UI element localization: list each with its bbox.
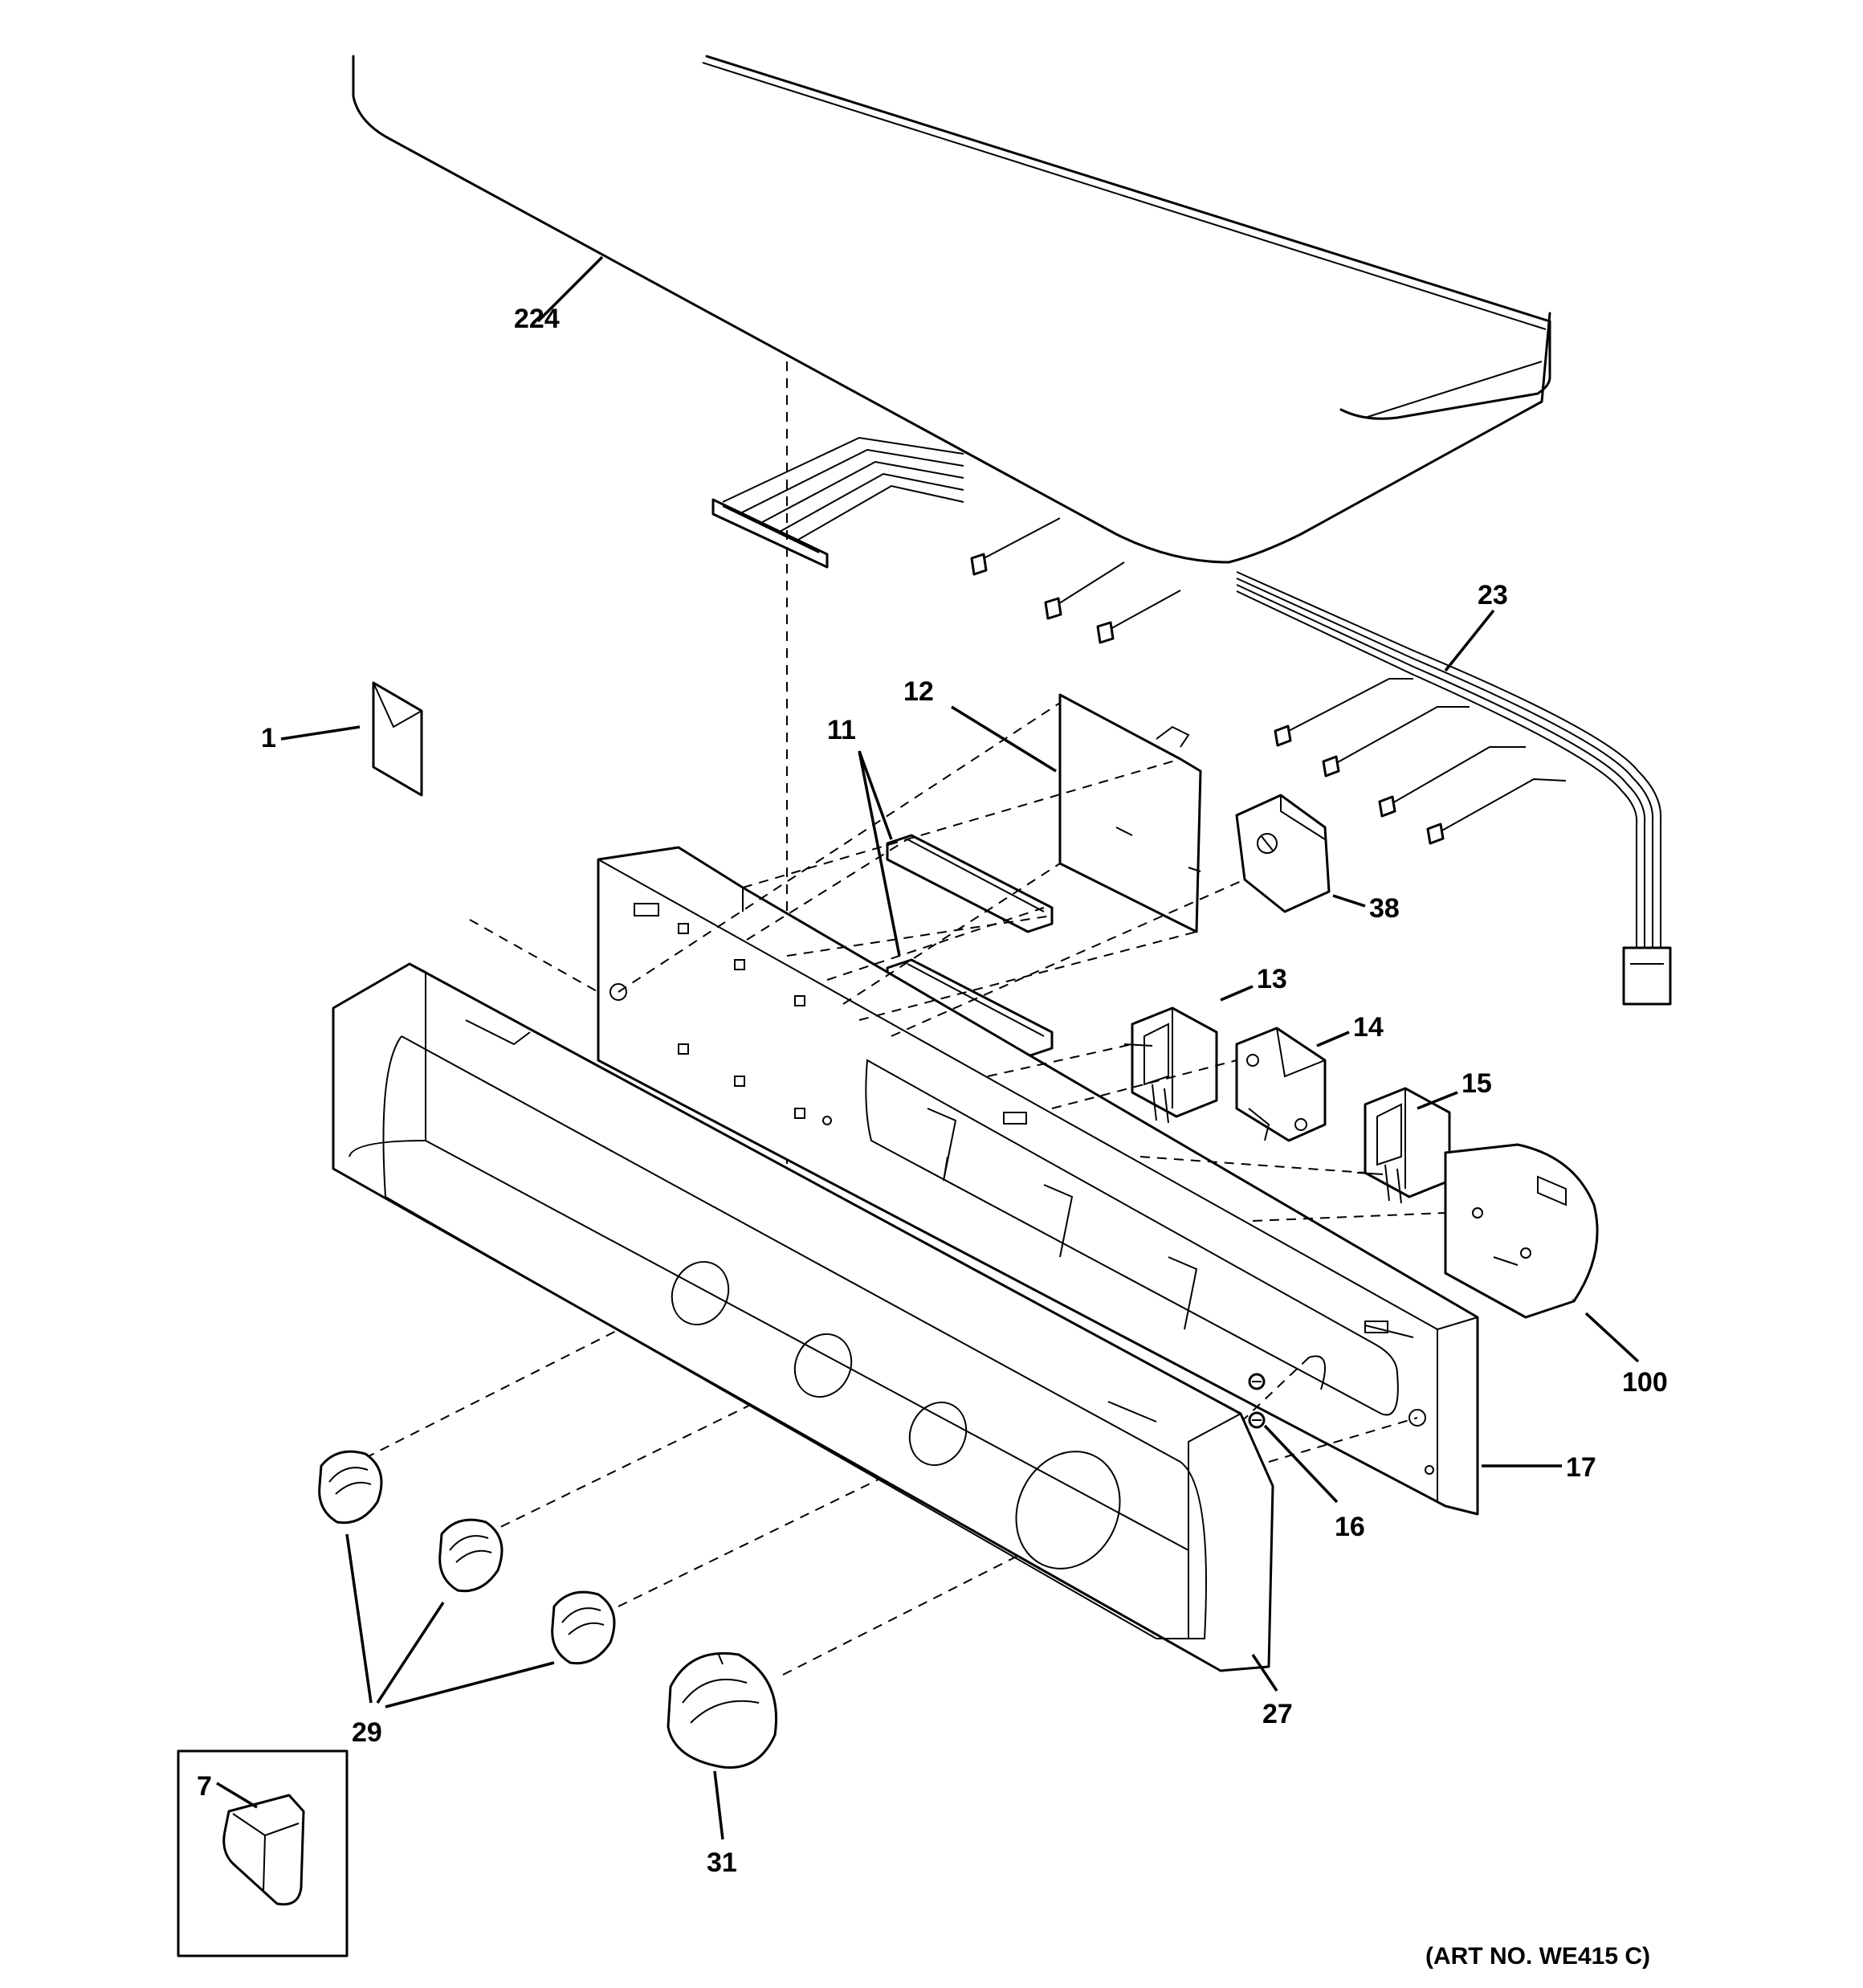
- label-7: 7: [197, 1771, 212, 1802]
- knob-right: [551, 1590, 616, 1665]
- label-15: 15: [1461, 1068, 1492, 1099]
- ribbon-harness: [711, 436, 964, 569]
- literature-envelope-part-1: [372, 681, 423, 797]
- board-brackets-part-11: [886, 834, 1054, 1058]
- knob-middle: [438, 1518, 503, 1593]
- art-number: (ART NO. WE415 C): [1425, 1943, 1650, 1970]
- label-224: 224: [514, 304, 560, 334]
- label-29: 29: [352, 1717, 382, 1748]
- label-31: 31: [707, 1847, 737, 1878]
- timer-part-100: [1444, 1143, 1599, 1319]
- leader-lines: [216, 255, 1640, 1840]
- wire-harness-part-23: [1236, 571, 1672, 1006]
- backsplash-housing-part-17: [597, 846, 1479, 1516]
- knob-left: [318, 1450, 383, 1525]
- label-13: 13: [1257, 964, 1287, 994]
- screws-part-16: [1248, 1373, 1266, 1429]
- knobs-part-29: [318, 1450, 616, 1665]
- switch-part-15: [1356, 1087, 1451, 1204]
- rotary-switch-part-38: [1235, 794, 1331, 913]
- switch-part-13: [1123, 1006, 1218, 1124]
- label-11: 11: [827, 715, 856, 745]
- label-27: 27: [1262, 1699, 1293, 1729]
- label-100: 100: [1622, 1367, 1668, 1398]
- label-16: 16: [1335, 1512, 1365, 1542]
- top-panel-part-224: [352, 55, 1551, 564]
- control-panel-front-part-27: [332, 962, 1274, 1672]
- label-1: 1: [261, 723, 276, 753]
- wire-terminals-upper: [970, 517, 1181, 644]
- label-14: 14: [1353, 1012, 1384, 1043]
- inset-box-part-7: [177, 1749, 349, 1957]
- switch-part-14: [1235, 1027, 1327, 1142]
- control-board-part-12: [1058, 693, 1202, 933]
- part-labels: 224 23 1 12 11 38 13 14 15 100 17 16 27 …: [197, 304, 1668, 1878]
- large-knob-part-31: [667, 1651, 778, 1769]
- label-38: 38: [1369, 893, 1400, 924]
- label-17: 17: [1566, 1452, 1596, 1483]
- label-12: 12: [903, 676, 934, 707]
- label-23: 23: [1478, 580, 1508, 610]
